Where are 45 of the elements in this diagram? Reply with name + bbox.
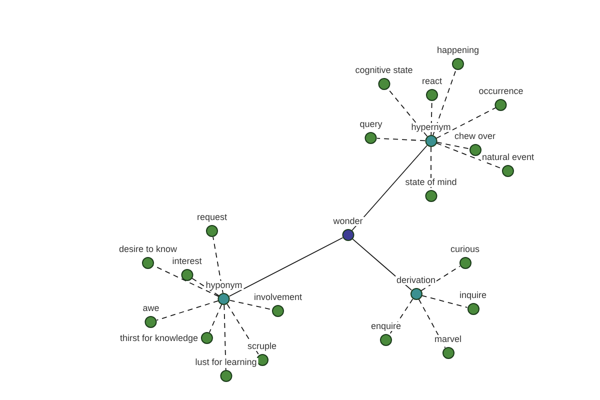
node-label: marvel xyxy=(434,335,462,344)
connector-line xyxy=(420,266,460,292)
connector-line xyxy=(430,100,432,136)
node-label: request xyxy=(196,213,228,222)
connector-line xyxy=(226,304,260,356)
node-label: cognitive state xyxy=(354,66,414,75)
connector-line xyxy=(421,295,468,308)
node-label: chew over xyxy=(453,132,497,141)
connector-line xyxy=(436,142,470,150)
connector-line xyxy=(212,236,224,294)
node-label: occurrence xyxy=(478,87,524,96)
connector-line xyxy=(224,304,226,370)
node-label: enquire xyxy=(370,322,402,331)
node-label: wonder xyxy=(332,217,364,226)
node-label: desire to know xyxy=(118,245,178,254)
connector-line xyxy=(418,298,446,348)
connector-line xyxy=(376,138,426,142)
connector-line xyxy=(156,300,219,321)
node-label: query xyxy=(358,120,384,129)
node-label: natural event xyxy=(480,153,536,162)
connector-line xyxy=(229,300,273,310)
connector-line xyxy=(192,278,220,296)
node-label: react xyxy=(421,77,443,86)
node-label: happening xyxy=(436,46,480,55)
node-label: involvement xyxy=(252,293,304,302)
connector-line xyxy=(436,107,496,139)
node-label: state of mind xyxy=(404,178,458,187)
connector-line xyxy=(228,237,344,297)
node-label: interest xyxy=(171,257,203,266)
node-label: inquire xyxy=(458,291,488,300)
connector-line xyxy=(432,69,456,136)
connector-line xyxy=(388,298,414,336)
node-label: curious xyxy=(450,245,480,254)
node-label: derivation xyxy=(395,276,437,285)
connector-line xyxy=(208,304,222,333)
node-label: hyponym xyxy=(204,281,244,290)
connector-line xyxy=(436,142,503,170)
node-label: hypernym xyxy=(410,123,452,132)
node-label: lust for learning xyxy=(194,358,258,367)
connector-line xyxy=(430,146,432,190)
node-label: thirst for knowledge xyxy=(118,334,199,342)
node-label: scruple xyxy=(246,342,278,351)
connector-line xyxy=(352,145,428,231)
node-label: awe xyxy=(142,304,160,313)
connector-line xyxy=(387,88,428,137)
